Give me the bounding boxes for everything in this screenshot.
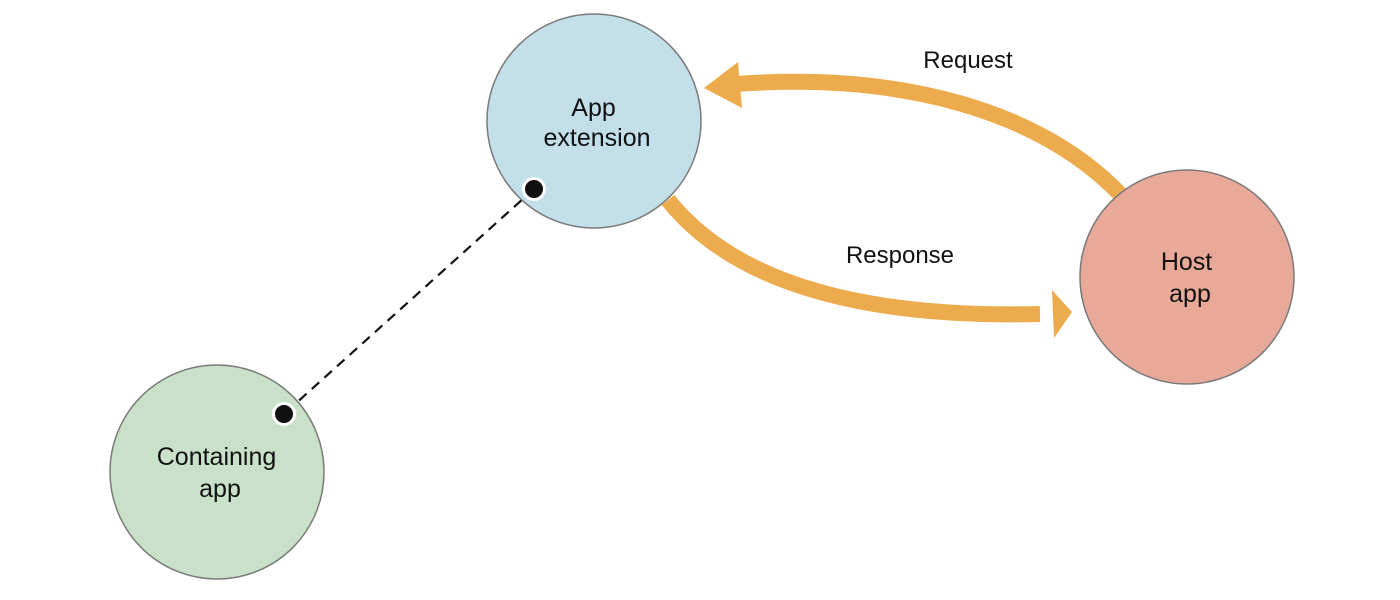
link-connector-line — [283, 188, 535, 415]
containing-app-label-line1: Containing — [157, 443, 277, 471]
host-app-label-line1: Host — [1161, 248, 1212, 276]
request-arrow — [704, 62, 1128, 202]
app-extension-circle — [486, 13, 702, 229]
app-extension-label: App extension — [543, 94, 650, 152]
containing-app-label-line2: app — [199, 475, 241, 503]
app-extension-node: App extension — [486, 13, 702, 229]
app-extension-label-line1: App — [571, 94, 615, 122]
request-arrow-shaft — [735, 73, 1128, 202]
containing-app-label: Containing app — [157, 443, 283, 503]
request-arrowhead-icon — [704, 62, 742, 108]
host-app-node: Host app — [1079, 169, 1295, 385]
containing-app-circle — [109, 364, 325, 580]
host-app-circle — [1079, 169, 1295, 385]
containing-app-connector-dot — [272, 402, 296, 426]
containing-app-node: Containing app — [109, 364, 325, 580]
host-app-label-line2: app — [1169, 280, 1211, 308]
response-arrow-shaft — [661, 194, 1041, 323]
response-label: Response — [846, 242, 954, 269]
app-extension-label-line2: extension — [543, 124, 650, 152]
request-label: Request — [923, 47, 1013, 74]
app-extension-connector-dot — [522, 177, 546, 201]
response-arrow — [661, 194, 1072, 338]
host-app-label: Host app — [1161, 248, 1219, 308]
response-arrowhead-icon — [1052, 290, 1072, 338]
